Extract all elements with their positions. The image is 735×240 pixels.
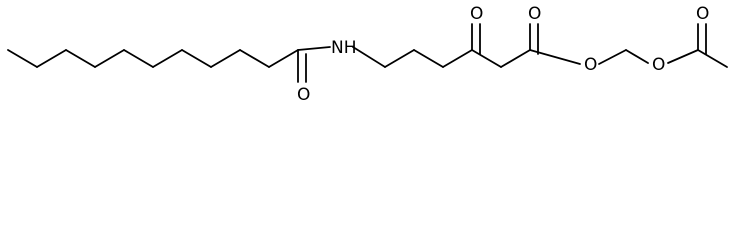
ester-group [529,23,649,65]
chemical-structure-diagram: NH O O O O O O [7,4,728,105]
structure-canvas: NH O O O O O O [0,0,735,118]
atom-label-ketone-o: O [470,4,483,24]
amide-group [297,46,386,83]
decanoyl-chain [7,49,299,68]
atom-label-acetyl-o: O [696,4,709,24]
acetoxy-group [667,23,728,68]
atom-label-amide-o: O [297,85,310,105]
atom-label-ether-o: O [652,55,665,75]
atom-label-ester-carbonyl-o: O [528,4,541,24]
atom-label-nh: NH [331,38,357,58]
atom-label-ester-o: O [584,55,597,75]
keto-backbone [384,23,531,68]
